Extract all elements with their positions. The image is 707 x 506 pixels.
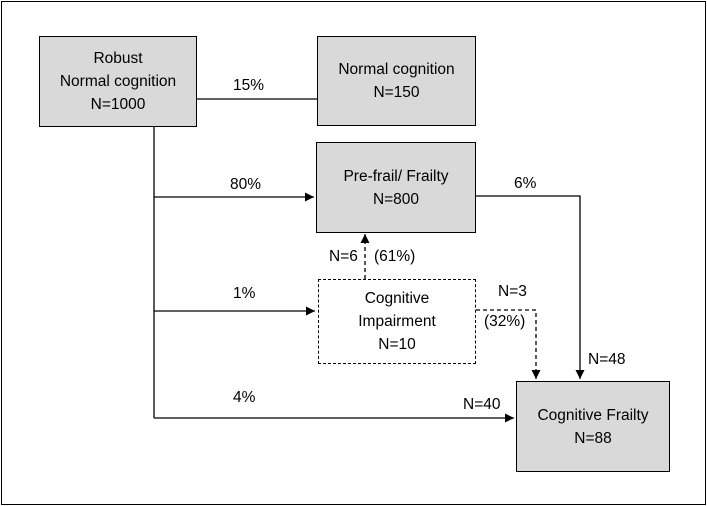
label-ci-to-prefrail-n: N=6: [329, 248, 358, 265]
cognitive-impairment-box: Cognitive Impairment N=10: [318, 279, 476, 364]
arrow-prefrail-to-cf: [476, 195, 585, 379]
label-prefrail-to-cf-n: N=48: [588, 351, 626, 368]
cognitive-frailty-box: Cognitive Frailty N=88: [516, 381, 670, 472]
label-to-normal-pct: 15%: [233, 77, 265, 94]
label-to-cf-n: N=40: [463, 396, 501, 413]
cognitive-frailty-line-2: N=88: [574, 429, 612, 447]
label-ci-to-cf-n: N=3: [498, 283, 527, 300]
cognitive-impairment-line-2: Impairment: [358, 313, 436, 330]
normal-cognition-line-2: N=150: [373, 84, 420, 101]
cognitive-impairment-line-3: N=10: [378, 336, 416, 353]
cognitive-frailty-line-1: Cognitive Frailty: [537, 406, 649, 424]
robust-box: Robust Normal cognition N=1000: [39, 36, 197, 127]
label-to-prefrail-pct: 80%: [230, 176, 262, 193]
robust-line-2: Normal cognition: [59, 73, 177, 90]
robust-line-1: Robust: [93, 50, 143, 67]
normal-cognition-box: Normal cognition N=150: [317, 36, 476, 126]
cognitive-impairment-line-1: Cognitive: [364, 290, 430, 307]
label-to-cf-pct: 4%: [233, 389, 256, 406]
arrow-ci-to-cf: [476, 309, 541, 379]
prefrail-box: Pre-frail/ Frailty N=800: [316, 142, 476, 233]
label-prefrail-to-cf-pct: 6%: [514, 175, 537, 192]
prefrail-line-1: Pre-frail/ Frailty: [343, 167, 449, 185]
normal-cognition-line-1: Normal cognition: [338, 61, 455, 78]
robust-line-3: N=1000: [90, 96, 146, 113]
label-ci-to-cf-pct: (32%): [484, 313, 526, 330]
label-to-ci-pct: 1%: [233, 285, 256, 302]
prefrail-line-2: N=800: [372, 190, 420, 208]
label-ci-to-prefrail-pct: (61%): [374, 248, 416, 265]
